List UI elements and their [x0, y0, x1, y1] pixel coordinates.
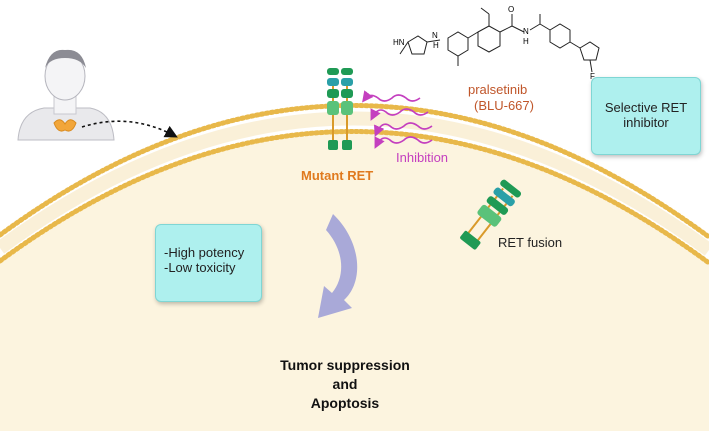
inhibitor-box-line1: Selective RET [604, 100, 688, 115]
atom-hn: HN [393, 38, 405, 47]
drug-code: (BLU-667) [474, 98, 534, 113]
atom-h1: H [433, 41, 439, 50]
inhibition-label: Inhibition [396, 150, 449, 165]
atom-nh: N [523, 27, 529, 36]
properties-box: -High potency -Low toxicity [155, 224, 262, 302]
atom-n1: N [432, 31, 438, 40]
downward-curved-arrow [318, 214, 358, 318]
properties-line1: -High potency [164, 245, 245, 260]
outcome-line2: and [332, 376, 358, 392]
outcome-text: Tumor suppression and Apoptosis [245, 356, 445, 413]
outcome-line3: Apoptosis [310, 395, 380, 411]
selective-ret-inhibitor-box: Selective RET inhibitor [591, 77, 701, 155]
dashed-pointer-arrow [81, 120, 178, 138]
drug-name: pralsetinib [468, 82, 528, 97]
atom-o: O [508, 5, 515, 14]
properties-line2: -Low toxicity [164, 260, 236, 275]
atom-f: F [590, 72, 595, 81]
membrane-outer [0, 103, 709, 240]
ret-fusion-protein [460, 179, 522, 250]
person-head-icon [17, 49, 115, 141]
mutant-ret-label: Mutant RET [301, 168, 374, 183]
ret-fusion-label: RET fusion [498, 235, 563, 250]
outcome-line1: Tumor suppression [280, 357, 410, 373]
atom-h2: H [523, 37, 529, 46]
inhibition-arrows [362, 90, 433, 149]
membrane-tails [0, 111, 709, 256]
membrane-inner [0, 129, 709, 266]
inhibitor-box-line2: inhibitor [623, 115, 669, 130]
mutant-ret-receptor [327, 68, 353, 150]
pralsetinib-structure [399, 7, 600, 73]
